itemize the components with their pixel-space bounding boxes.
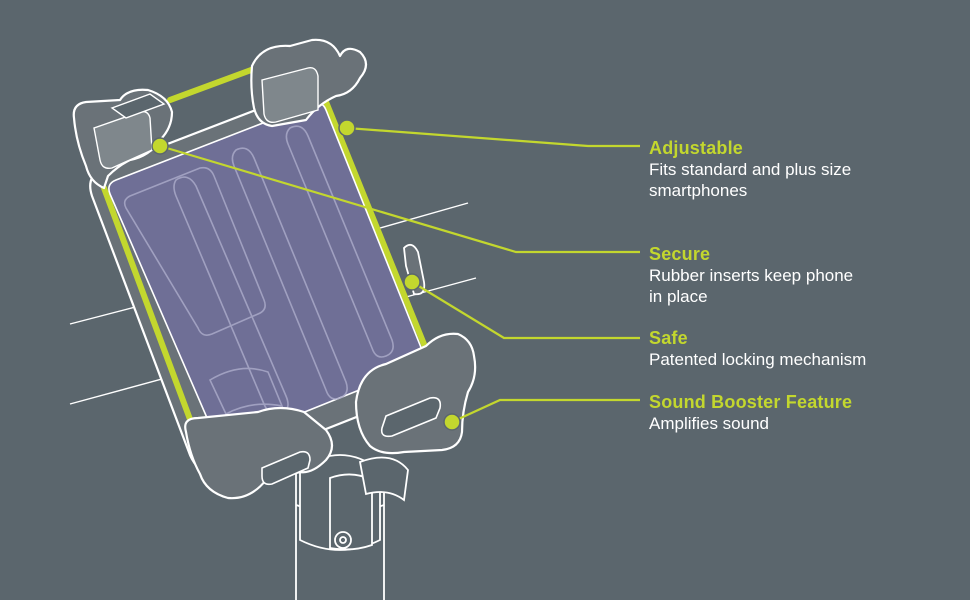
callout-title: Sound Booster Feature	[649, 392, 853, 412]
left-side-bar	[101, 185, 197, 433]
callout-title: Secure	[649, 244, 711, 264]
callout-description: Patented locking mechanism	[649, 350, 867, 369]
mount-stem	[295, 454, 409, 600]
bottom-left-clamp	[184, 406, 334, 500]
anchor-dot-sound-booster	[443, 413, 461, 431]
leader-line-secure	[159, 144, 640, 254]
callout-secure: Secure Rubber inserts keep phone in plac…	[649, 244, 959, 307]
top-bar	[167, 63, 265, 103]
callout-anchor-dots	[151, 119, 461, 431]
callout-adjustable: Adjustable Fits standard and plus size s…	[649, 138, 959, 201]
handlebar-line-lower-right	[394, 277, 477, 301]
callout-description: Amplifies sound	[649, 414, 770, 433]
right-side-bar	[319, 89, 435, 367]
sound-booster-slot	[380, 396, 442, 438]
callout-sound-booster: Sound Booster Feature Amplifies sound	[649, 392, 959, 434]
leader-line-adjustable	[346, 126, 640, 148]
callout-title: Adjustable	[649, 138, 744, 158]
callout-description: Rubber inserts keep phone in place	[649, 266, 854, 306]
callout-safe: Safe Patented locking mechanism	[649, 328, 959, 370]
handlebar-line-upper-right	[379, 202, 469, 229]
top-clamp-insert	[261, 66, 319, 124]
anchor-dot-safe	[403, 273, 421, 291]
leader-line-safe	[411, 281, 640, 340]
bottom-left-clamp-slot	[261, 450, 311, 486]
callout-title: Safe	[649, 328, 688, 348]
anchor-dot-adjustable	[338, 119, 356, 137]
anchor-dot-secure	[151, 137, 169, 155]
callout-description: Fits standard and plus size smartphones	[649, 160, 852, 200]
leader-line-sound-booster	[451, 398, 640, 423]
callout-leader-lines	[159, 126, 640, 423]
adjustable-side-bars	[101, 63, 435, 433]
